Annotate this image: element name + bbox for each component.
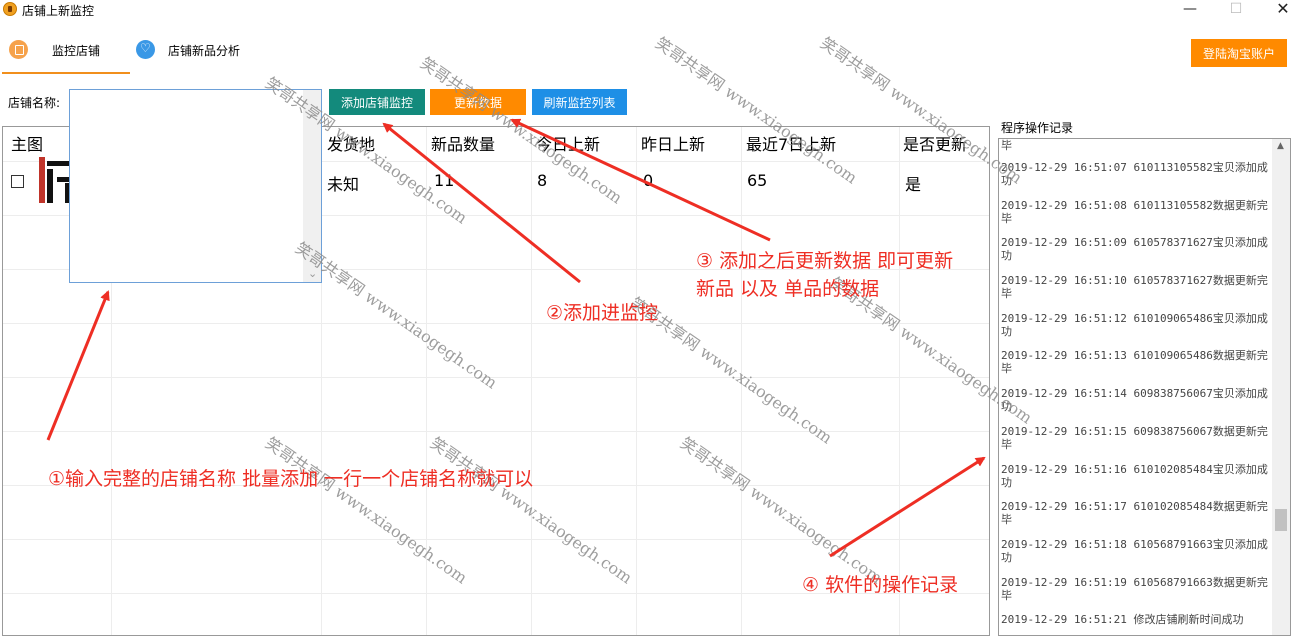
cell-last7: 65 bbox=[747, 171, 768, 190]
scroll-up-icon[interactable]: ▲ bbox=[1277, 141, 1284, 151]
cell-origin: 未知 bbox=[327, 175, 360, 194]
add-store-monitor-button[interactable]: 添加店铺监控 bbox=[329, 89, 425, 115]
log-entry: 2019-12-29 16:51:12 610109065486宝贝添加成功 bbox=[1001, 311, 1268, 338]
column-header-today[interactable]: 今日上新 bbox=[536, 135, 601, 154]
log-scrollbar[interactable]: ▲ bbox=[1272, 139, 1290, 635]
column-header-yesterday[interactable]: 昨日上新 bbox=[641, 135, 706, 154]
log-entry: 毕 bbox=[1001, 139, 1012, 152]
log-entry: 2019-12-29 16:51:15 609838756067数据更新完毕 bbox=[1001, 424, 1268, 451]
store-name-input[interactable] bbox=[69, 89, 322, 283]
store-name-label: 店铺名称: bbox=[8, 96, 61, 110]
operation-log[interactable]: 毕 2019-12-29 16:51:07 610113105582宝贝添加成功… bbox=[998, 138, 1291, 636]
log-list: 毕 2019-12-29 16:51:07 610113105582宝贝添加成功… bbox=[1001, 139, 1269, 635]
log-entry: 2019-12-29 16:51:10 610578371627数据更新完毕 bbox=[1001, 274, 1268, 301]
log-panel-title: 程序操作记录 bbox=[1001, 121, 1074, 135]
annotation-step1: ①输入完整的店铺名称 批量添加 一行一个店铺名称就可以 bbox=[48, 468, 534, 490]
title-bar: 店铺上新监控 — ☐ ✕ bbox=[0, 0, 1303, 20]
log-entry: 2019-12-29 16:51:13 610109065486数据更新完毕 bbox=[1001, 349, 1268, 376]
log-entry: 2019-12-29 16:51:21 修改店铺刷新时间成功 bbox=[1001, 613, 1244, 627]
log-entry: 2019-12-29 16:51:08 610113105582数据更新完毕 bbox=[1001, 198, 1268, 225]
update-data-button[interactable]: 更新数据 bbox=[430, 89, 526, 115]
column-header-last7[interactable]: 最近7日上新 bbox=[746, 135, 837, 154]
log-entry: 2019-12-29 16:51:18 610568791663宝贝添加成功 bbox=[1001, 537, 1268, 564]
log-scroll-thumb[interactable] bbox=[1275, 509, 1287, 531]
row-checkbox[interactable] bbox=[11, 175, 24, 188]
column-header-origin[interactable]: 发货地 bbox=[327, 135, 376, 154]
annotation-step4: ④ 软件的操作记录 bbox=[802, 574, 959, 596]
minimize-button[interactable]: — bbox=[1183, 1, 1197, 17]
tab-label: 监控店铺 bbox=[52, 44, 101, 58]
tab-label: 店铺新品分析 bbox=[168, 44, 241, 58]
close-button[interactable]: ✕ bbox=[1276, 0, 1290, 18]
annotation-step3-line2: 新品 以及 单品的数据 bbox=[696, 278, 880, 300]
refresh-monitor-list-button[interactable]: 刷新监控列表 bbox=[532, 89, 627, 115]
maximize-button[interactable]: ☐ bbox=[1229, 1, 1243, 17]
cell-yesterday: 0 bbox=[643, 171, 654, 190]
log-entry: 2019-12-29 16:51:19 610568791663数据更新完毕 bbox=[1001, 575, 1268, 602]
log-entry: 2019-12-29 16:51:09 610578371627宝贝添加成功 bbox=[1001, 236, 1268, 263]
tab-monitor-stores[interactable]: 监控店铺 bbox=[2, 38, 130, 74]
log-entry: 2019-12-29 16:51:16 610102085484宝贝添加成功 bbox=[1001, 462, 1268, 489]
annotation-step2: ②添加进监控 bbox=[546, 302, 659, 324]
log-entry: 2019-12-29 16:51:14 609838756067宝贝添加成功 bbox=[1001, 387, 1268, 414]
app-logo-icon bbox=[3, 2, 17, 16]
annotation-step3-line1: ③ 添加之后更新数据 即可更新 bbox=[696, 250, 954, 272]
cell-new-count: 11 bbox=[434, 171, 455, 190]
log-entry: 2019-12-29 16:51:17 610102085484数据更新完毕 bbox=[1001, 500, 1268, 527]
cell-updated: 是 bbox=[905, 175, 922, 194]
window-title: 店铺上新监控 bbox=[22, 4, 95, 18]
login-taobao-button[interactable]: 登陆淘宝账户 bbox=[1191, 39, 1287, 67]
input-scrollbar[interactable] bbox=[303, 90, 321, 282]
tab-store-new-analysis[interactable]: 店铺新品分析 bbox=[134, 38, 264, 74]
column-header-image[interactable]: 主图 bbox=[11, 135, 44, 154]
cell-today: 8 bbox=[537, 171, 548, 190]
product-thumbnail bbox=[39, 157, 73, 203]
heart-icon bbox=[136, 40, 155, 59]
log-entry: 2019-12-29 16:51:07 610113105582宝贝添加成功 bbox=[1001, 161, 1268, 187]
column-header-updated[interactable]: 是否更新 bbox=[903, 135, 968, 154]
column-header-new-count[interactable]: 新品数量 bbox=[431, 135, 496, 154]
clipboard-icon bbox=[9, 40, 28, 59]
